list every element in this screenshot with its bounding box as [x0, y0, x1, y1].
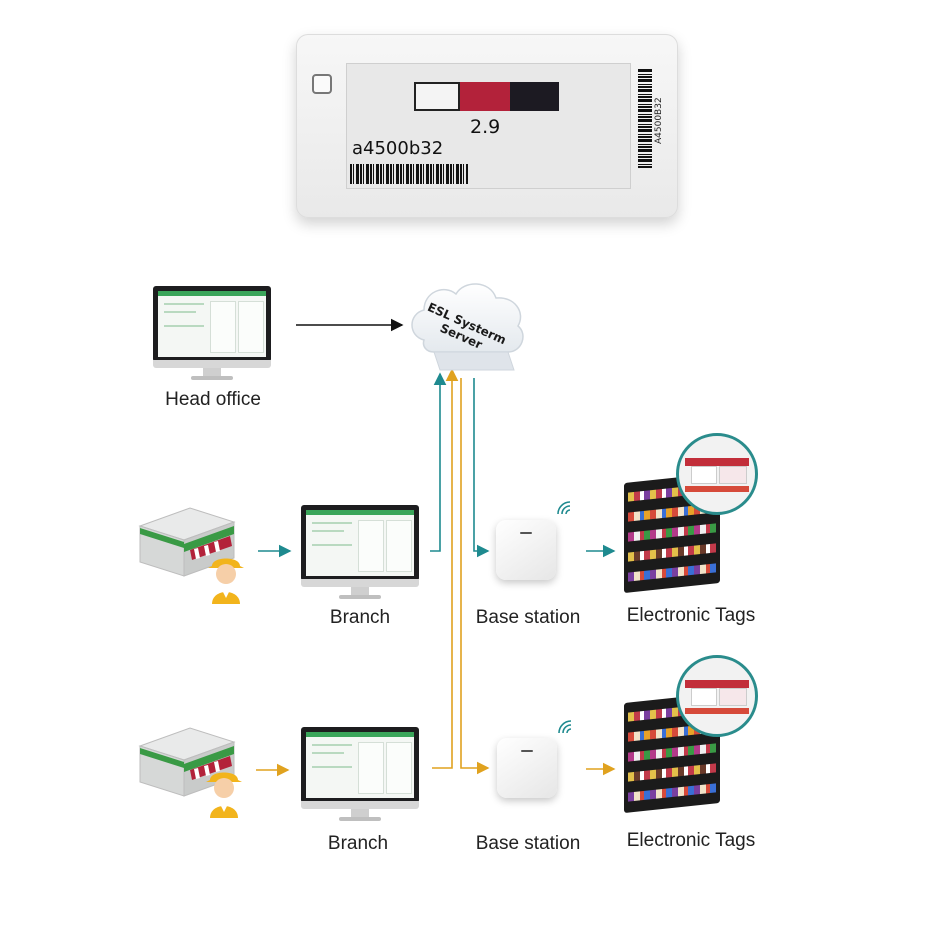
zoom-tag-icon — [676, 433, 758, 515]
base-station-2-label: Base station — [475, 833, 581, 854]
cloud-icon — [411, 283, 524, 371]
wifi-icon — [558, 720, 572, 734]
tag-button-icon — [312, 74, 332, 94]
link-branch2-server — [432, 368, 459, 769]
wifi-icon — [557, 501, 571, 515]
base-station-icon — [497, 738, 557, 798]
store-icon — [138, 727, 236, 797]
tag-price: 2.9 — [470, 116, 501, 138]
head-office-label: Head office — [165, 389, 261, 410]
person-icon — [208, 558, 244, 604]
link-server-bs1 — [473, 378, 490, 558]
branch-2-label: Branch — [327, 833, 389, 854]
swatch-white — [414, 82, 460, 111]
link-server-bs2 — [460, 378, 490, 775]
branch-1-label: Branch — [329, 607, 391, 628]
zoom-tag-icon — [676, 655, 758, 737]
base-station-icon — [496, 520, 556, 580]
barcode-vertical-icon — [638, 68, 652, 168]
link-branch1-server — [430, 372, 447, 552]
person-icon — [206, 772, 242, 818]
tags-2-label: Electronic Tags — [626, 830, 756, 851]
swatch-red — [460, 82, 510, 111]
tag-id: a4500b32 — [352, 138, 444, 159]
base-station-1-label: Base station — [475, 607, 581, 628]
swatch-black — [510, 82, 559, 111]
barcode-icon — [350, 164, 468, 184]
tags-1-label: Electronic Tags — [626, 605, 756, 626]
